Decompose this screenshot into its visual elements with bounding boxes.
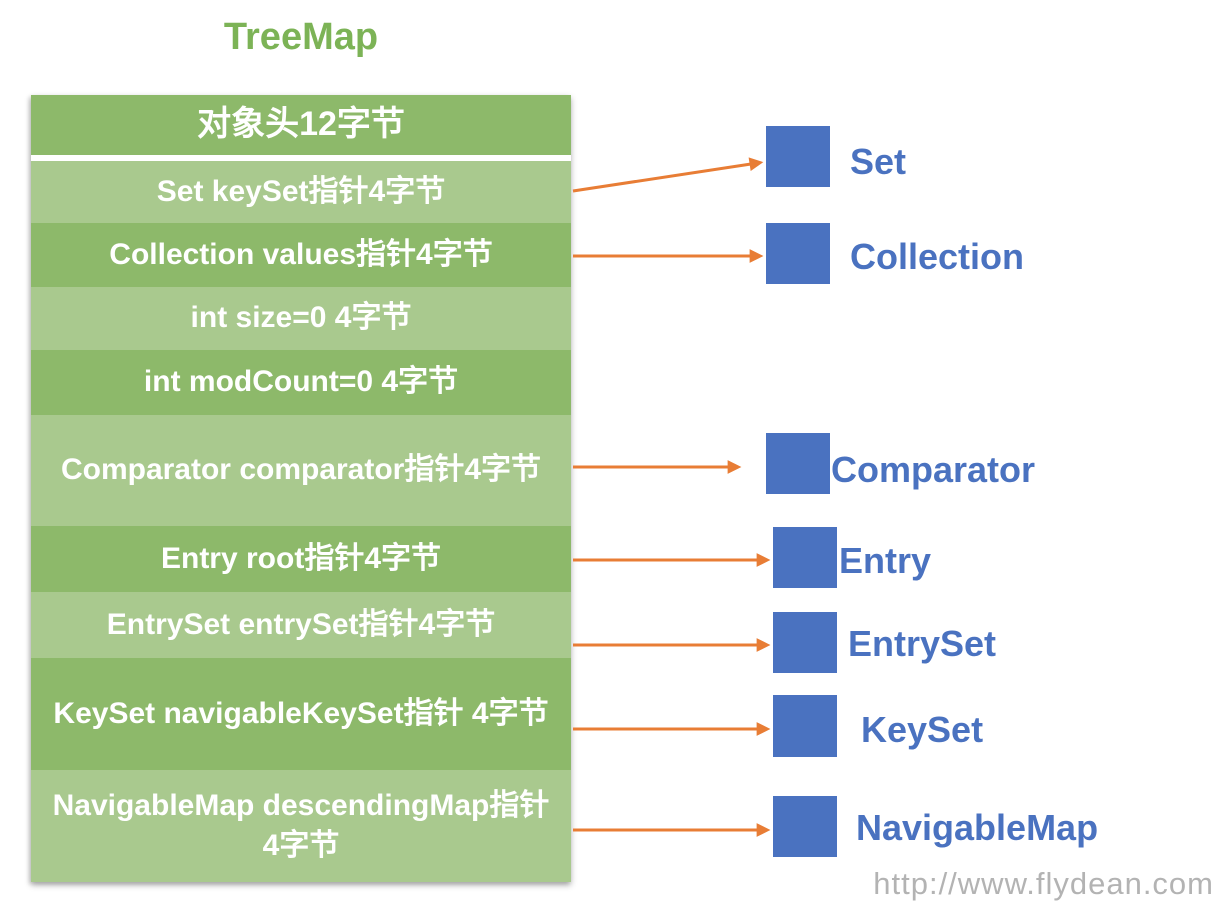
arrow-to-set bbox=[572, 157, 764, 193]
watermark: http://www.flydean.com bbox=[873, 866, 1214, 901]
comparator-node-square bbox=[766, 433, 830, 494]
set-node-label: Set bbox=[850, 141, 907, 182]
table-row-values: Collection values指针4字节 bbox=[31, 223, 571, 287]
table-row-entryset: EntrySet entrySet指针4字节 bbox=[31, 592, 571, 658]
table-row-comparator: Comparator comparator指针4字节 bbox=[31, 415, 571, 526]
collection-node-label: Collection bbox=[850, 236, 1025, 277]
collection-node-square bbox=[766, 223, 830, 284]
navigablemap-node-label: NavigableMap bbox=[856, 807, 1099, 848]
treemap-memory-table: 对象头12字节 Set keySet指针4字节 Collection value… bbox=[31, 95, 571, 882]
set-node-square bbox=[766, 126, 830, 187]
table-row-modcount: int modCount=0 4字节 bbox=[31, 350, 571, 415]
table-row-size: int size=0 4字节 bbox=[31, 287, 571, 350]
keyset-node-square bbox=[773, 695, 837, 757]
entryset-node-label: EntrySet bbox=[848, 623, 997, 664]
entry-node-square bbox=[773, 527, 837, 588]
comparator-node-label: Comparator bbox=[831, 449, 1036, 490]
diagram-title: TreeMap bbox=[223, 16, 379, 58]
navigablemap-node-square bbox=[773, 796, 837, 857]
table-row-navigablekeyset: KeySet navigableKeySet指针 4字节 bbox=[31, 658, 571, 770]
entryset-node-square bbox=[773, 612, 837, 673]
entry-node-label: Entry bbox=[839, 540, 932, 581]
keyset-node-label: KeySet bbox=[861, 709, 984, 750]
table-row-descendingmap: NavigableMap descendingMap指针 4字节 bbox=[31, 770, 571, 882]
table-row-root: Entry root指针4字节 bbox=[31, 526, 571, 592]
table-header-row: 对象头12字节 bbox=[31, 95, 571, 155]
header-divider bbox=[31, 155, 571, 161]
table-row-keyset: Set keySet指针4字节 bbox=[31, 161, 571, 223]
